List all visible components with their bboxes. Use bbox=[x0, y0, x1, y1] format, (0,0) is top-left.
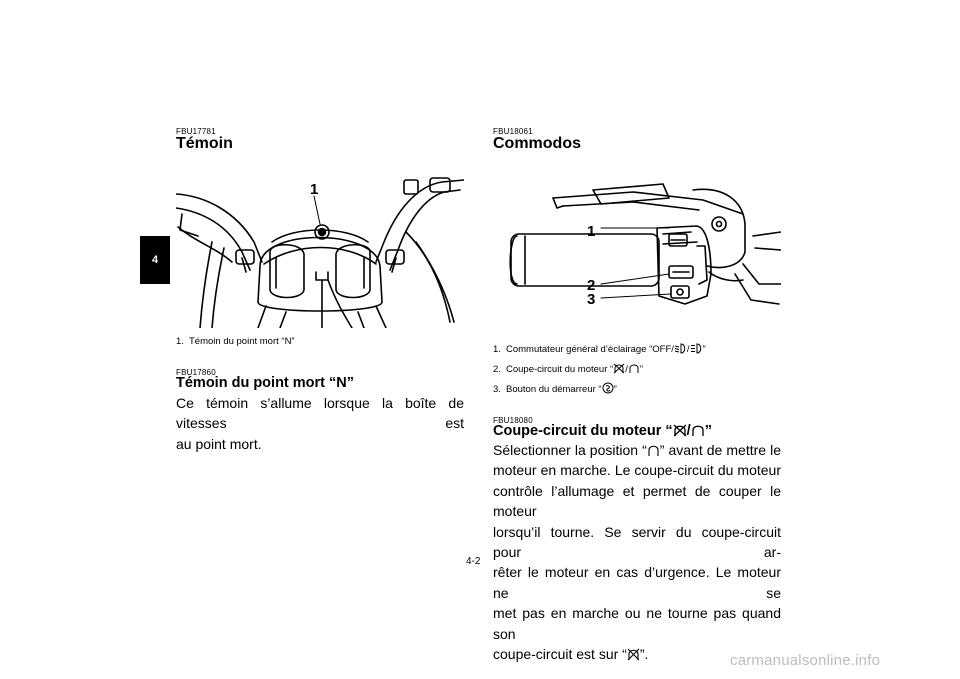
engine-stop-icon bbox=[673, 424, 687, 437]
illustration-callout-1: 1 bbox=[310, 181, 318, 198]
illustration-callout-1: 1 bbox=[587, 223, 595, 240]
high-beam-icon bbox=[690, 343, 701, 354]
illustration-callout-2: 2 bbox=[587, 277, 595, 294]
engine-run-icon bbox=[629, 364, 639, 373]
section-title: Commodos bbox=[493, 135, 581, 152]
engine-run-icon bbox=[692, 425, 704, 436]
section-title: Témoin bbox=[176, 135, 233, 152]
handlebar-indicator-illustration: 1 bbox=[176, 177, 464, 328]
figure-caption: 3.Bouton du démarreur “” bbox=[493, 382, 617, 395]
chapter-tab: 4 bbox=[140, 236, 170, 284]
starter-icon bbox=[602, 382, 614, 394]
subsection-code: FBU18080 bbox=[493, 416, 533, 425]
subsection-code: FBU17860 bbox=[176, 368, 216, 377]
watermark: carmanualsonline.info bbox=[730, 652, 881, 669]
subsection-title: Coupe-circuit du moteur “/” bbox=[493, 423, 712, 439]
low-beam-icon bbox=[674, 343, 686, 354]
handlebar-switches-illustration: 1 2 3 bbox=[509, 183, 781, 308]
subsection-title: Témoin du point mort “N” bbox=[176, 375, 355, 391]
figure-caption: 1.Témoin du point mort “N” bbox=[176, 336, 295, 347]
engine-stop-icon bbox=[613, 363, 625, 374]
engine-run-icon bbox=[648, 445, 659, 456]
figure-caption: 2.Coupe-circuit du moteur “/” bbox=[493, 363, 643, 375]
section-code: FBU17781 bbox=[176, 127, 216, 136]
section-code: FBU18061 bbox=[493, 127, 533, 136]
page-number: 4-2 bbox=[466, 556, 481, 567]
engine-stop-icon bbox=[627, 648, 640, 661]
body-paragraph: Ce témoin s’allume lorsque la boîte de v… bbox=[176, 395, 464, 452]
body-paragraph: Sélectionner la position “” avant de met… bbox=[493, 442, 781, 663]
figure-caption: 1.Commutateur général d’éclairage “OFF//… bbox=[493, 343, 706, 355]
illustration-callout-3: 3 bbox=[587, 291, 595, 308]
